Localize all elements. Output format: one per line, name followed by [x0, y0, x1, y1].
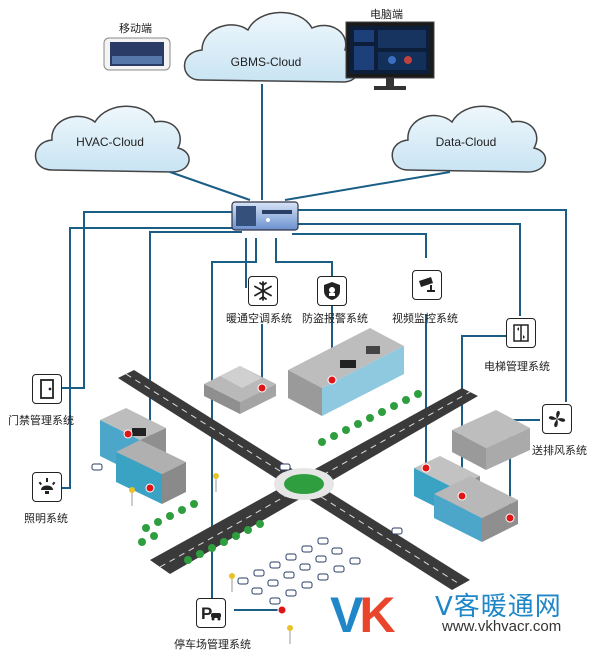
data-cloud-label: Data-Cloud — [435, 135, 497, 149]
security-alarm-label: 防盗报警系统 — [302, 312, 368, 325]
brand-name: V客暖通网 — [435, 592, 562, 622]
door-icon — [32, 374, 62, 404]
hvac-cloud — [34, 105, 190, 173]
data-cloud — [391, 105, 547, 173]
building-right — [414, 410, 530, 542]
parking-system-label: 停车场管理系统 — [174, 638, 251, 651]
building-security — [288, 328, 404, 416]
mobile-label: 移动端 — [119, 22, 152, 35]
vk-logo-k: K — [359, 587, 395, 643]
gbms-cloud — [183, 11, 361, 83]
trees — [138, 390, 422, 564]
snowflake-icon — [248, 276, 278, 306]
hvac-cloud-label: HVAC-Cloud — [76, 135, 144, 149]
elevator-system-label: 电梯管理系统 — [484, 360, 550, 373]
svg-text:P: P — [201, 604, 212, 623]
vk-logo-v: V — [330, 587, 363, 643]
lighting-label: 照明系统 — [24, 512, 68, 525]
gbms-cloud-label: GBMS-Cloud — [230, 55, 302, 69]
fan-icon — [542, 404, 572, 434]
desktop-label: 电脑端 — [370, 8, 403, 21]
building-hvac — [204, 366, 276, 414]
roads — [118, 370, 478, 590]
vk-logo: VK — [330, 586, 395, 644]
shield-icon — [317, 276, 347, 306]
elevator-icon — [506, 318, 536, 348]
desktop-monitor — [345, 21, 435, 90]
video-monitoring-label: 视频监控系统 — [392, 312, 458, 325]
lightbulb-icon — [32, 472, 62, 502]
lamp-posts — [129, 473, 293, 644]
hvac-system-label: 暖通空调系统 — [226, 312, 292, 325]
brand-url: www.vkhvacr.com — [442, 618, 562, 635]
cctv-camera-icon — [412, 270, 442, 300]
building-left — [100, 408, 186, 504]
ventilation-label: 送排风系统 — [532, 444, 587, 457]
mobile-device — [103, 37, 171, 71]
parking-icon: P — [196, 598, 226, 628]
parking-lot — [91, 463, 403, 605]
access-control-label: 门禁管理系统 — [8, 414, 74, 427]
gateway-device — [231, 201, 299, 231]
system-nodes — [123, 375, 515, 615]
